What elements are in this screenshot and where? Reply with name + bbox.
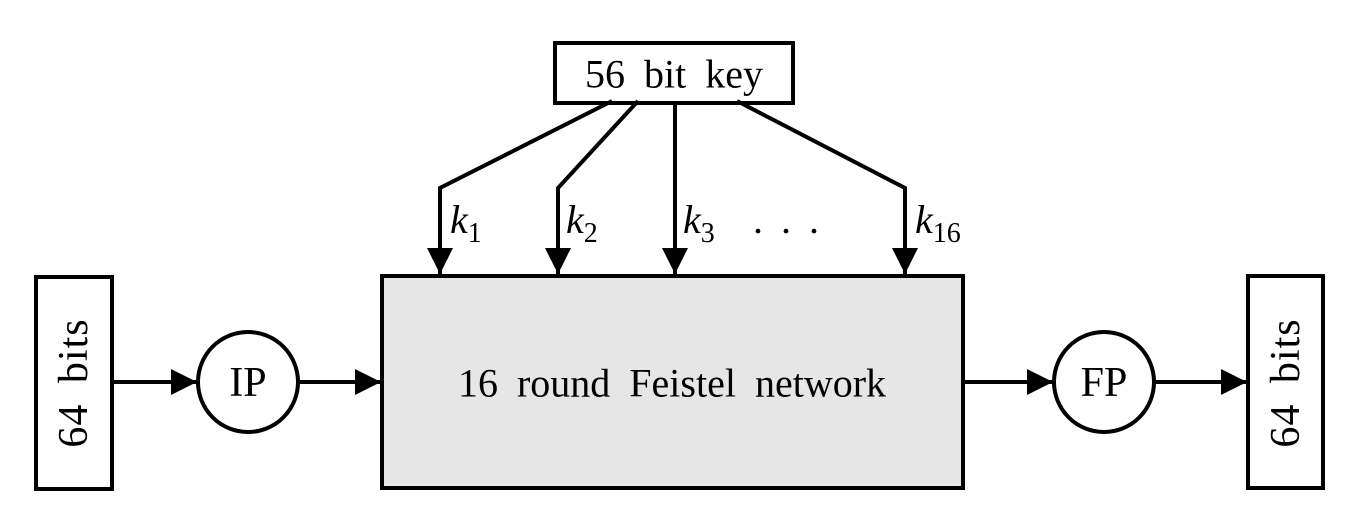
k2-subscript: 2: [584, 218, 598, 249]
key-arrow-k16: [736, 99, 918, 274]
k3-subscript: 3: [701, 218, 715, 249]
feistel-network-box: [380, 274, 965, 490]
key-box-label: 56 bit key: [585, 52, 763, 97]
ip-node-label: IP: [229, 360, 266, 406]
fp-node-label: FP: [1081, 360, 1128, 406]
round-key-label-k3: k3: [683, 197, 715, 249]
round-key-label-k16: k16: [915, 197, 961, 249]
k1-base: k: [450, 197, 469, 242]
k16-subscript: 16: [933, 218, 961, 249]
output-bits-label: 64 bits: [1263, 318, 1309, 447]
round-key-label-k1: k1: [450, 197, 482, 249]
k2-base: k: [566, 197, 585, 242]
round-key-label-k2: k2: [566, 197, 598, 249]
feistel-network-label: 16 round Feistel network: [458, 361, 886, 406]
output-bits-box: [1246, 274, 1325, 490]
key-arrow-k2: [545, 99, 640, 274]
key-arrow-k1: [427, 99, 613, 274]
input-bits-label: 64 bits: [51, 318, 97, 447]
input-bits-box: [34, 275, 114, 491]
k3-base: k: [683, 197, 702, 242]
k1-subscript: 1: [468, 218, 482, 249]
k16-base: k: [915, 197, 934, 242]
round-key-ellipsis: . . .: [753, 197, 823, 242]
